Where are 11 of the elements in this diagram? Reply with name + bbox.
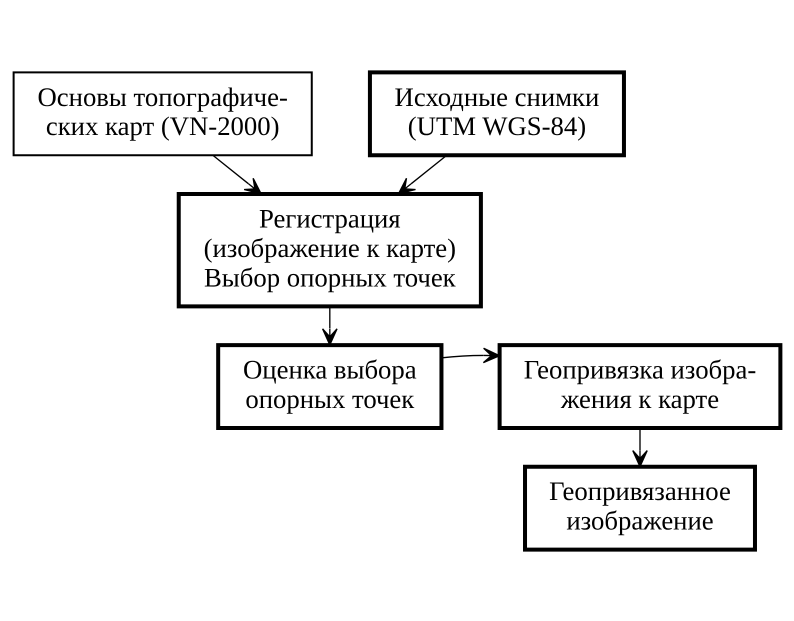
node-box: Регистрация (изображение к карте) Выбор опорных точек [176, 192, 483, 308]
node-box: Основы топографиче- ских карт (VN-2000) [12, 70, 313, 156]
node-box: Исходные снимки (UTM WGS-84) [368, 70, 626, 157]
arrow [632, 428, 648, 467]
arrow [442, 347, 500, 363]
arrow [398, 154, 448, 194]
node-box: Оценка выбора опорных точек [216, 342, 444, 430]
arrow [322, 306, 338, 346]
arrow [212, 154, 262, 194]
node-box: Геопривязанное изображение [523, 464, 757, 552]
node-box: Геопривязка изобра- жения к карте [498, 342, 782, 430]
